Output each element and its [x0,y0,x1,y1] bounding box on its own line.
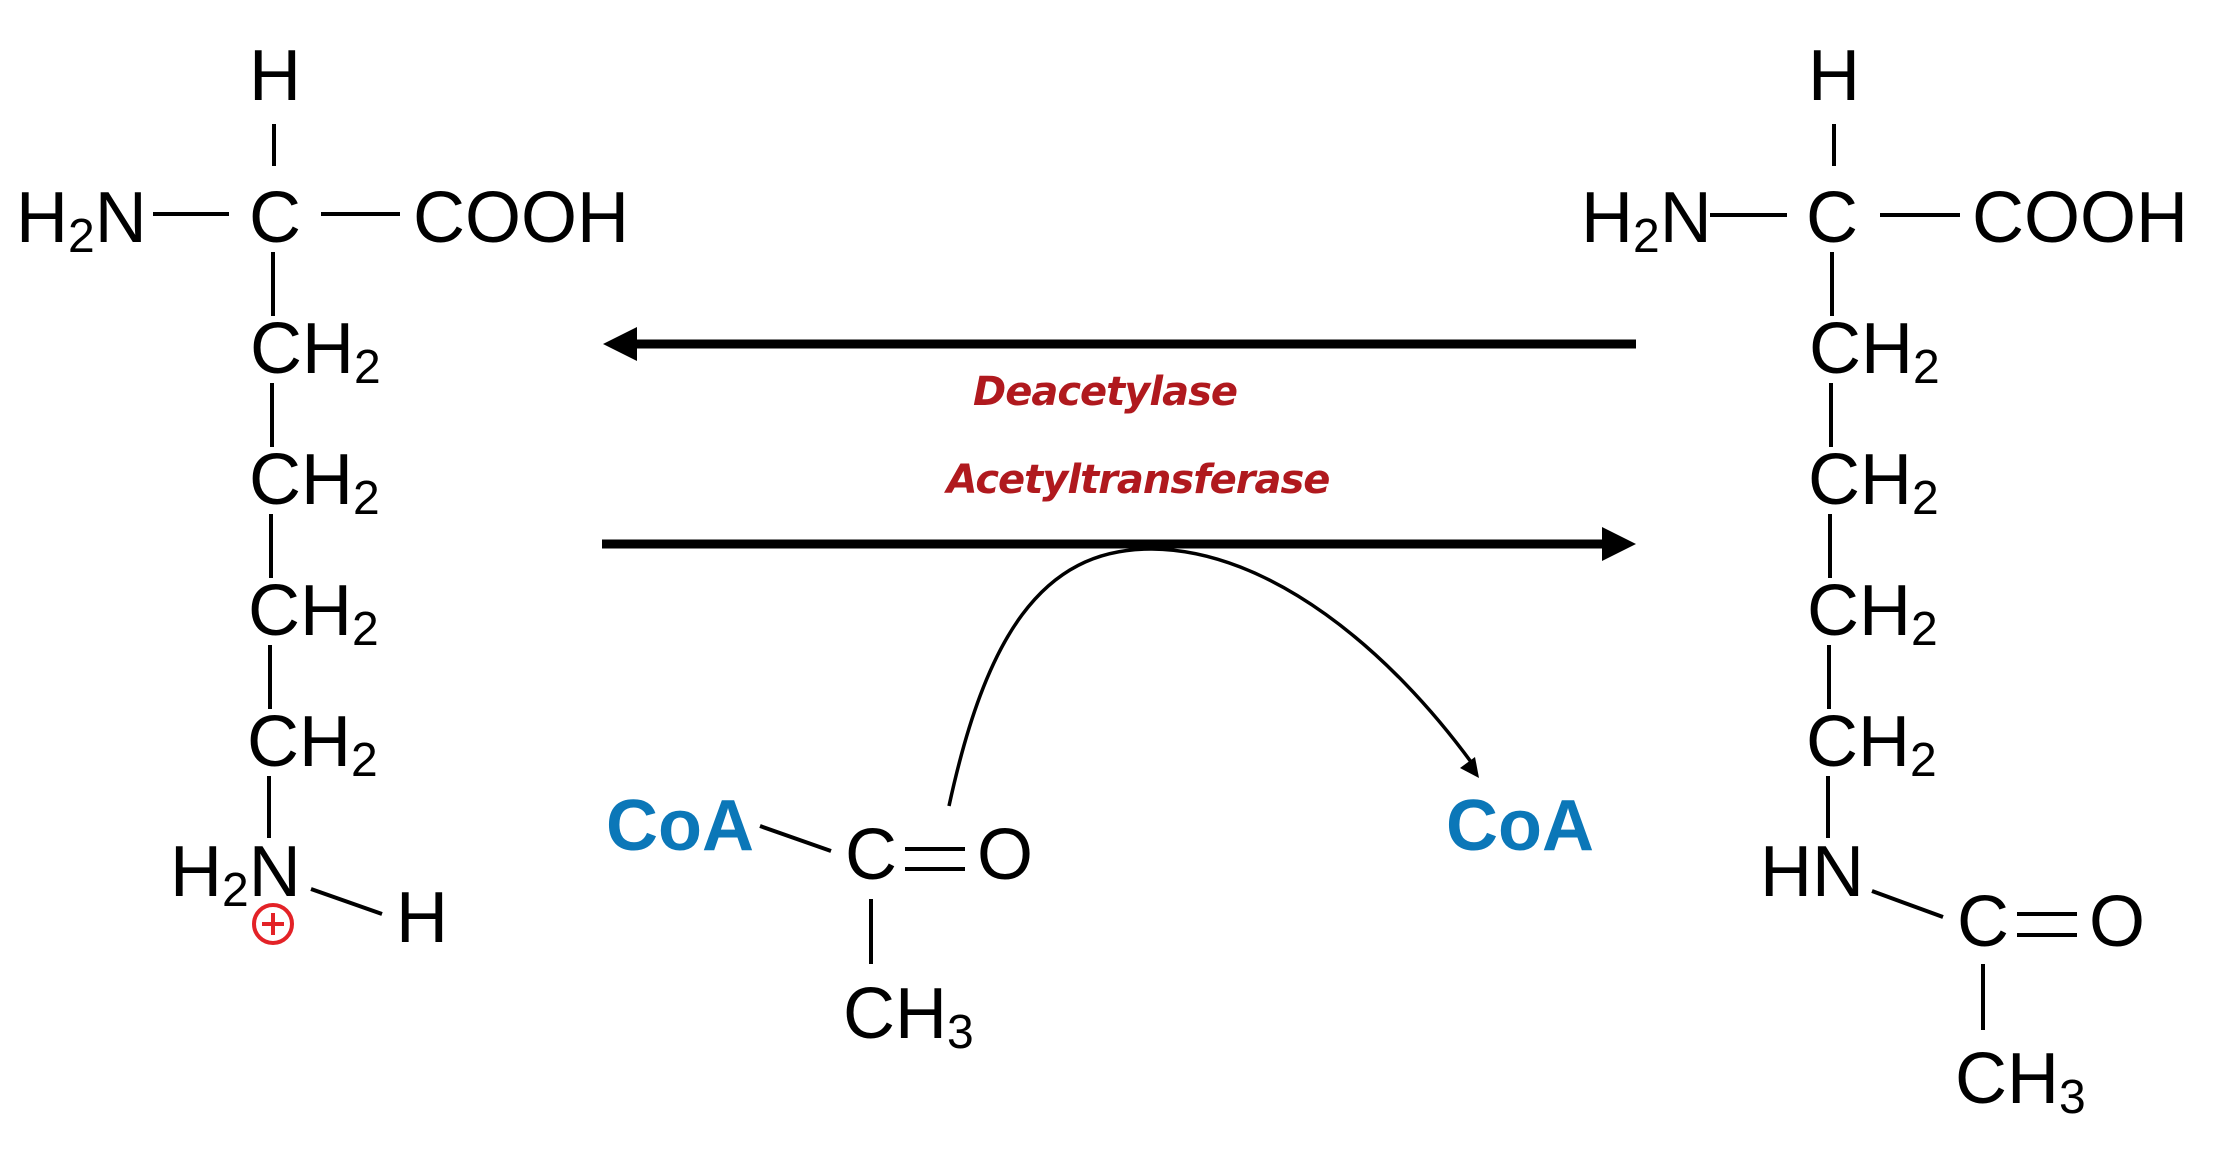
lysine-carboxyl: COOH [413,178,629,258]
curved-arrowhead-icon [1460,757,1479,778]
acetyl-coa-structure: CoA C O CH3 [606,786,1033,1059]
acetyl-lysine-methyl: CH3 [1955,1039,2086,1124]
reverse-reaction-arrow [603,327,1636,361]
released-coa-label: CoA [1446,786,1594,866]
positive-charge-icon [252,903,294,945]
acetyl-lysine-alpha-carbon: C [1806,178,1858,258]
bond-coa-carbonyl [759,824,832,853]
acetyl-lysine-carbonyl-oxygen: O [2089,882,2145,962]
lysine-chain-ch2-3: CH2 [248,571,379,656]
bond-amide-n-carbonyl [1871,889,1944,919]
deacetylase-label: Deacetylase [973,369,1237,415]
acetyl-lysine-chain-ch2-2: CH2 [1808,440,1939,525]
forward-reaction-arrow [602,527,1636,561]
acetyl-lysine-carbonyl-carbon: C [1957,882,2009,962]
curved-arrow-path [947,547,1476,807]
acetyl-coa-methyl: CH3 [843,974,974,1059]
acetyl-coa-carbonyl-carbon: C [845,815,897,895]
arrow-left-icon [603,327,637,361]
lysine-chain-ch2-2: CH2 [249,440,380,525]
lysine-structure: H H2N C COOH CH2 CH2 CH2 CH2 H2N H [16,36,629,958]
acetyl-lysine-carboxyl: COOH [1972,178,2188,258]
acetyl-lysine-amide-nh: HN [1760,832,1864,912]
lysine-alpha-amine: H2N [16,178,147,263]
lysine-alpha-h: H [249,36,301,116]
acetyltransferase-label: Acetyltransferase [944,457,1330,503]
acetyl-coa-coa-label: CoA [606,786,754,866]
lysine-chain-ch2-4: CH2 [247,702,378,787]
acetyl-lysine-alpha-amine: H2N [1581,178,1712,263]
acetyl-lysine-structure: H H2N C COOH CH2 CH2 CH2 CH2 HN C O CH3 [1581,36,2188,1124]
acetyl-lysine-chain-ch2-1: CH2 [1809,309,1940,394]
lysine-chain-ch2-1: CH2 [250,309,381,394]
acetyl-lysine-chain-ch2-3: CH2 [1807,571,1938,656]
acetyl-transfer-curved-arrow [947,547,1479,807]
arrow-right-icon [1602,527,1636,561]
bond-epsilon-n-h [310,887,383,916]
acetyl-lysine-alpha-h: H [1808,36,1860,116]
acetyl-lysine-chain-ch2-4: CH2 [1806,702,1937,787]
lysine-epsilon-h: H [396,878,448,958]
acetyl-coa-carbonyl-oxygen: O [977,815,1033,895]
lysine-epsilon-amine: H2N [170,832,301,917]
lysine-alpha-carbon: C [249,178,301,258]
